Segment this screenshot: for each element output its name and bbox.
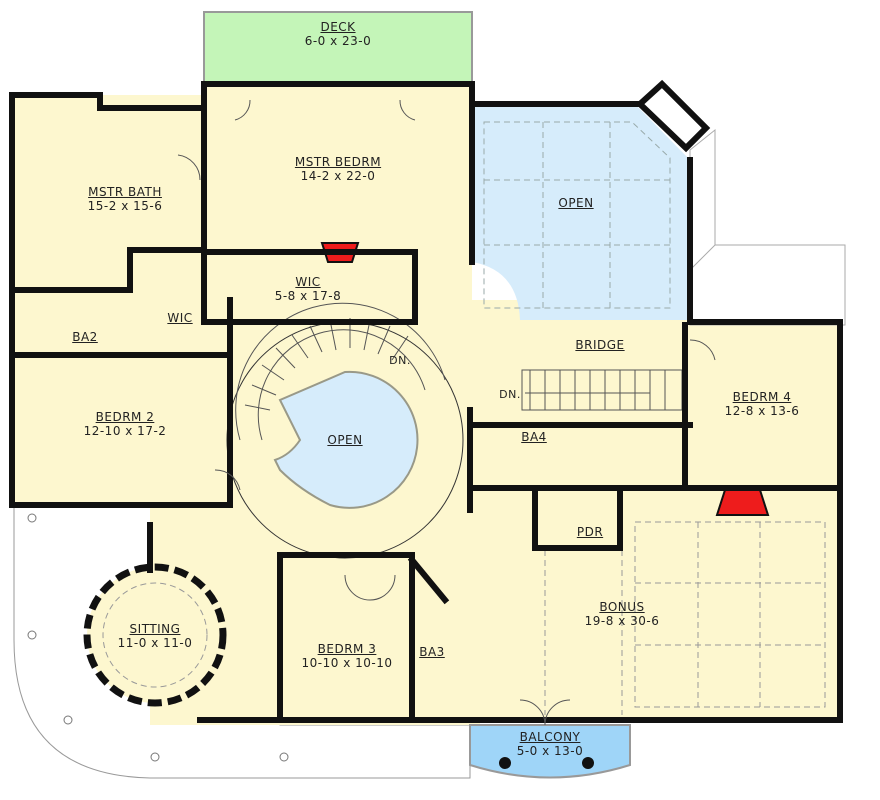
- open-to-below-area: [472, 104, 690, 320]
- room-name: BA4: [521, 430, 547, 444]
- straight-stair: [521, 369, 683, 411]
- room-label-pdr: PDR: [577, 525, 603, 539]
- room-name: BA3: [419, 645, 445, 659]
- sitting-room-floor: [83, 563, 227, 707]
- room-name: OPEN: [558, 196, 594, 210]
- exterior-trellis: [689, 128, 846, 326]
- room-name: MSTR BATH: [88, 185, 162, 199]
- room-dims: 15-2 x 15-6: [87, 199, 163, 213]
- room-dims: 6-0 x 23-0: [304, 34, 372, 48]
- room-name: BRIDGE: [575, 338, 625, 352]
- room-label-mstr-bath: MSTR BATH 15-2 x 15-6: [88, 185, 163, 213]
- room-name: BEDRM 2: [95, 410, 155, 424]
- room-dims: 12-10 x 17-2: [83, 424, 167, 438]
- room-label-bedrm-4: BEDRM 4 12-8 x 13-6: [725, 390, 800, 418]
- room-label-bridge: BRIDGE: [575, 338, 624, 352]
- doors: [177, 99, 716, 726]
- room-dims: 14-2 x 22-0: [300, 169, 376, 183]
- room-name: PDR: [576, 525, 604, 539]
- room-label-bonus: BONUS 19-8 x 30-6: [585, 600, 660, 628]
- room-dims: 10-10 x 10-10: [301, 656, 393, 670]
- room-label-mstr-bedrm: MSTR BEDRM 14-2 x 22-0: [295, 155, 381, 183]
- room-name: SITTING: [129, 622, 181, 636]
- room-label-bedrm-3: BEDRM 3 10-10 x 10-10: [302, 642, 393, 670]
- room-label-deck: DECK 6-0 x 23-0: [305, 20, 372, 48]
- bonus-ceiling-grid: [544, 521, 826, 715]
- room-label-ba3: BA3: [419, 645, 445, 659]
- circular-stair-treads: [235, 302, 446, 441]
- bay-window-box: [635, 79, 711, 153]
- room-name: BA2: [72, 330, 98, 344]
- deck-area: [203, 11, 473, 85]
- room-label-wic-master: WIC 5-8 x 17-8: [275, 275, 342, 303]
- room-name: BONUS: [599, 600, 645, 614]
- room-name: WIC: [167, 311, 193, 325]
- walls: [9, 81, 843, 723]
- sitting-ceiling-line: [102, 582, 208, 688]
- balcony-column-right: [582, 757, 594, 769]
- room-label-balcony: BALCONY 5-0 x 13-0: [517, 730, 584, 758]
- room-dims: 5-8 x 17-8: [274, 289, 342, 303]
- room-label-ba2: BA2: [72, 330, 98, 344]
- room-name: OPEN: [327, 433, 363, 447]
- fireplace-bonus: [715, 489, 770, 516]
- room-dims: 19-8 x 30-6: [584, 614, 660, 628]
- open-grid-lines: [483, 121, 671, 309]
- room-name: BALCONY: [519, 730, 581, 744]
- stair-down-label-straight: DN.: [499, 388, 521, 401]
- room-label-sitting: SITTING 11-0 x 11-0: [118, 622, 193, 650]
- open-to-below-round: [273, 370, 419, 509]
- room-label-bedrm-2: BEDRM 2 12-10 x 17-2: [84, 410, 167, 438]
- room-dims: 5-0 x 13-0: [516, 744, 584, 758]
- stair-down-label-circular: DN.: [389, 354, 411, 367]
- porch-columns: [27, 513, 289, 762]
- room-label-open-upper: OPEN: [558, 196, 593, 210]
- room-dims: 12-8 x 13-6: [724, 404, 800, 418]
- room-label-wic-small: WIC: [167, 311, 192, 325]
- room-dims: 11-0 x 11-0: [117, 636, 193, 650]
- room-label-ba4: BA4: [521, 430, 547, 444]
- room-name: WIC: [295, 275, 321, 289]
- balcony-column-left: [499, 757, 511, 769]
- room-name: BEDRM 3: [317, 642, 377, 656]
- room-name: MSTR BEDRM: [294, 155, 382, 169]
- room-name: DECK: [320, 20, 356, 34]
- room-label-open-stair: OPEN: [327, 433, 362, 447]
- room-name: BEDRM 4: [732, 390, 792, 404]
